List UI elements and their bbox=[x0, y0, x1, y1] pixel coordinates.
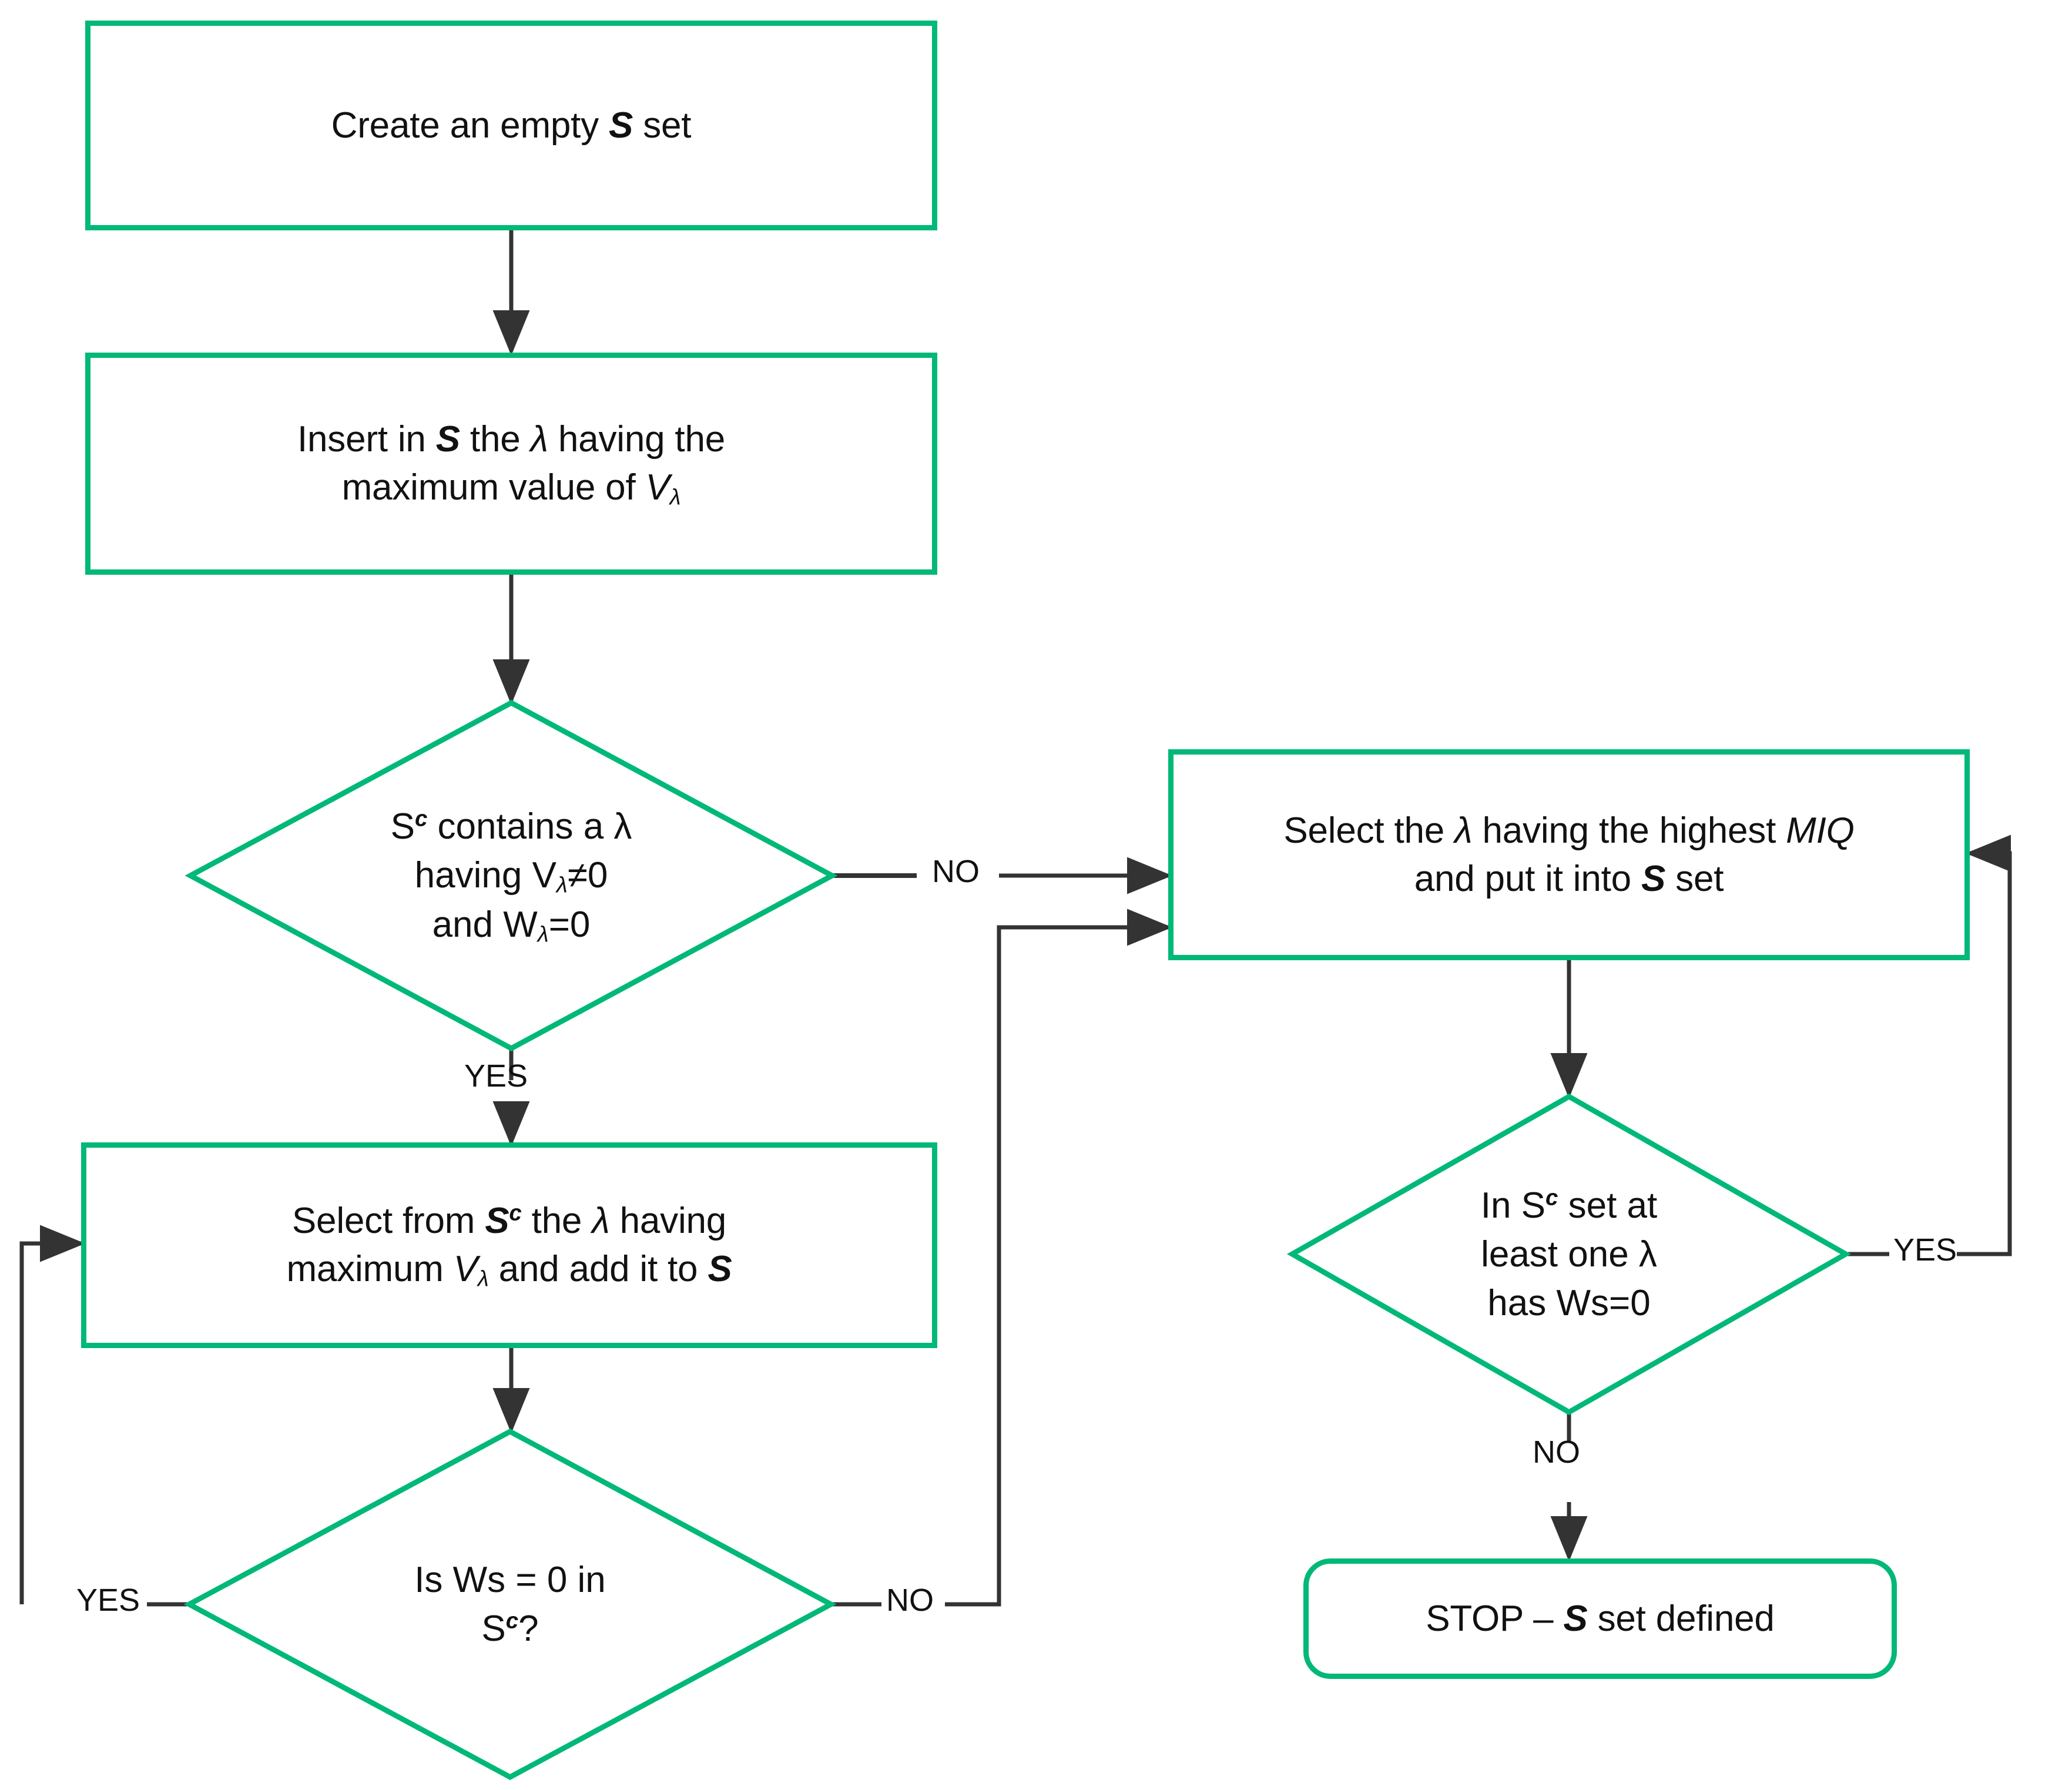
node-select-from-sc[interactable]: Select from Sc the λ having maximum Vλ a… bbox=[81, 1142, 937, 1348]
node-select-highest-miq[interactable]: Select the λ having the highest MIQ and … bbox=[1168, 749, 1970, 960]
edge-atleast-yes-loop bbox=[1957, 834, 2012, 1256]
edge-label-contains-no: NO bbox=[932, 854, 980, 889]
edge-yes-loop-to-select bbox=[19, 1225, 85, 1604]
edge-label-at-least-one-no: NO bbox=[1533, 1434, 1580, 1470]
edge-label-at-least-one-yes: YES bbox=[1893, 1232, 1957, 1268]
decision-is-ws-zero-shape bbox=[183, 1428, 837, 1781]
node-decision-sc-contains[interactable]: Sc contains a λ having Vλ≠0 and Wλ=0 bbox=[185, 699, 838, 1052]
edge-wsno-to-miq bbox=[945, 909, 1172, 1607]
decision-at-least-one-shape bbox=[1286, 1093, 1852, 1416]
edge-label-ws-zero-yes: YES bbox=[76, 1583, 140, 1618]
node-create-empty-set[interactable]: Create an empty S set bbox=[85, 21, 937, 230]
node-insert-max-value-label: Insert in S the λ having the maximum val… bbox=[297, 419, 726, 510]
node-create-empty-set-label: Create an empty S set bbox=[331, 105, 692, 146]
node-insert-max-value[interactable]: Insert in S the λ having the maximum val… bbox=[85, 353, 937, 575]
node-select-from-sc-label: Select from Sc the λ having maximum Vλ a… bbox=[286, 1200, 732, 1292]
node-stop-label: STOP – S set defined bbox=[1426, 1598, 1775, 1639]
node-decision-is-ws-zero[interactable]: Is Ws = 0 in Sc? bbox=[183, 1428, 837, 1781]
node-decision-at-least-one[interactable]: In Sc set at least one λ has Ws=0 bbox=[1286, 1093, 1852, 1416]
edge-label-contains-yes: YES bbox=[464, 1058, 528, 1094]
decision-sc-contains-shape bbox=[185, 699, 838, 1052]
edge-label-ws-zero-no: NO bbox=[886, 1583, 934, 1618]
node-stop[interactable]: STOP – S set defined bbox=[1303, 1558, 1897, 1679]
node-select-highest-miq-label: Select the λ having the highest MIQ and … bbox=[1283, 810, 1855, 899]
